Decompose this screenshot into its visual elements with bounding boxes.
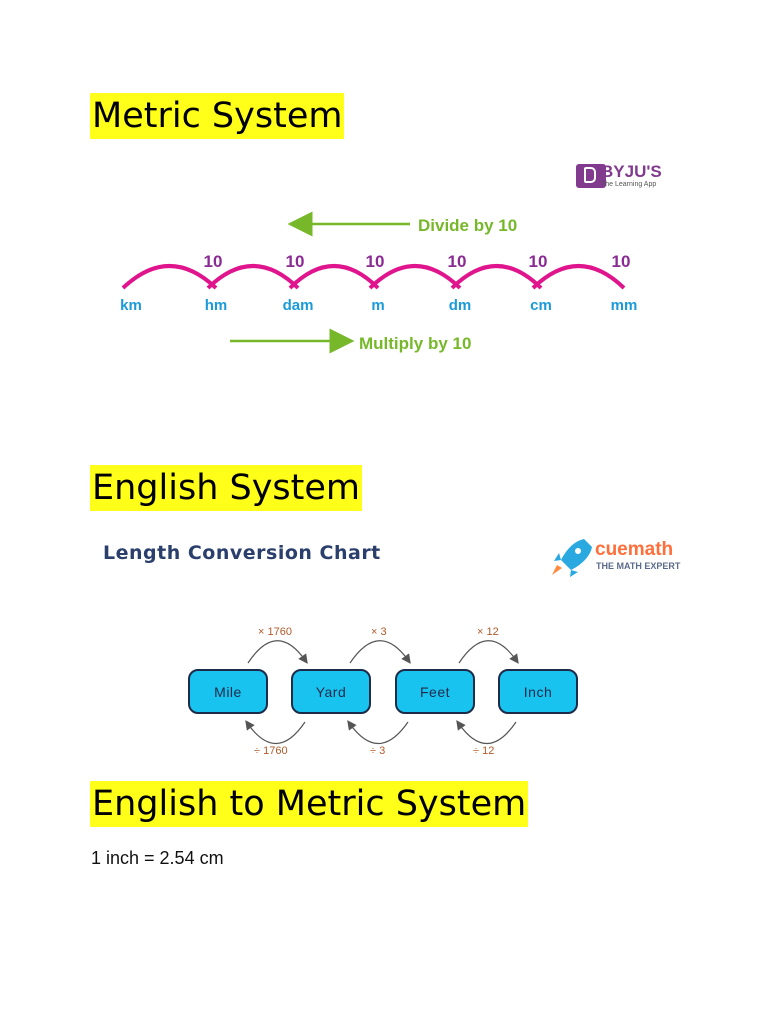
metric-factor-label: 10 xyxy=(612,252,631,271)
metric-arc xyxy=(450,264,543,290)
metric-unit-label: hm xyxy=(205,297,228,314)
metric-system-heading: Metric System xyxy=(90,93,345,139)
metric-factor-label: 10 xyxy=(204,252,223,271)
divide-arrow xyxy=(456,720,517,745)
english-system-heading: English System xyxy=(90,465,363,511)
metric-unit-label: cm xyxy=(530,297,552,314)
divide-op-inch-feet: ÷ 12 xyxy=(473,745,495,757)
metric-unit-label: mm xyxy=(611,297,638,314)
byjus-brand-name: BYJU'S xyxy=(601,162,662,181)
english-to-metric-heading: English to Metric System xyxy=(90,781,529,827)
unit-box-mile: Mile xyxy=(188,669,268,714)
unit-box-yard: Yard xyxy=(291,669,371,714)
divide-op-feet-yard: ÷ 3 xyxy=(370,745,386,757)
english-conversion-arrows xyxy=(245,640,519,745)
divide-arrow xyxy=(245,720,306,745)
length-conversion-chart-title: Length Conversion Chart xyxy=(103,542,381,564)
multiply-op-yard-feet: × 3 xyxy=(371,626,387,638)
unit-box-inch: Inch xyxy=(498,669,578,714)
multiply-arrow xyxy=(349,640,411,664)
metric-unit-label: dam xyxy=(283,297,314,314)
metric-arc xyxy=(288,264,380,290)
cuemath-brand-name: cuemath xyxy=(595,539,674,560)
cuemath-brand-tagline: THE MATH EXPERT xyxy=(596,561,681,571)
metric-factor-label: 10 xyxy=(448,252,467,271)
metric-arc xyxy=(368,264,462,290)
byjus-brand-tagline: The Learning App xyxy=(601,181,657,188)
multiply-arrow xyxy=(458,640,519,664)
multiply-op-feet-inch: × 12 xyxy=(477,626,499,638)
byjus-logo-icon xyxy=(576,164,606,188)
divide-op-yard-mile: ÷ 1760 xyxy=(254,745,288,757)
metric-factor-label: 10 xyxy=(286,252,305,271)
metric-factor-label: 10 xyxy=(529,252,548,271)
metric-arc xyxy=(206,264,300,290)
metric-unit-label: m xyxy=(371,297,384,314)
metric-arc xyxy=(121,264,218,290)
metric-factor-label: 10 xyxy=(366,252,385,271)
multiply-label: Multiply by 10 xyxy=(359,334,471,353)
divide-label: Divide by 10 xyxy=(418,216,517,235)
unit-box-feet: Feet xyxy=(395,669,475,714)
multiply-op-mile-yard: × 1760 xyxy=(258,626,292,638)
metric-factors: 10 10 10 10 10 10 xyxy=(204,252,631,271)
metric-arc xyxy=(531,264,626,290)
metric-unit-label: km xyxy=(120,297,142,314)
multiply-arrow xyxy=(247,640,308,664)
inch-to-cm-fact: 1 inch = 2.54 cm xyxy=(91,848,224,868)
rocket-icon xyxy=(552,539,592,577)
metric-unit-label: dm xyxy=(449,297,472,314)
metric-units: km hm dam m dm cm mm xyxy=(120,297,637,314)
divide-arrow xyxy=(347,720,409,745)
metric-arcs xyxy=(121,264,626,290)
